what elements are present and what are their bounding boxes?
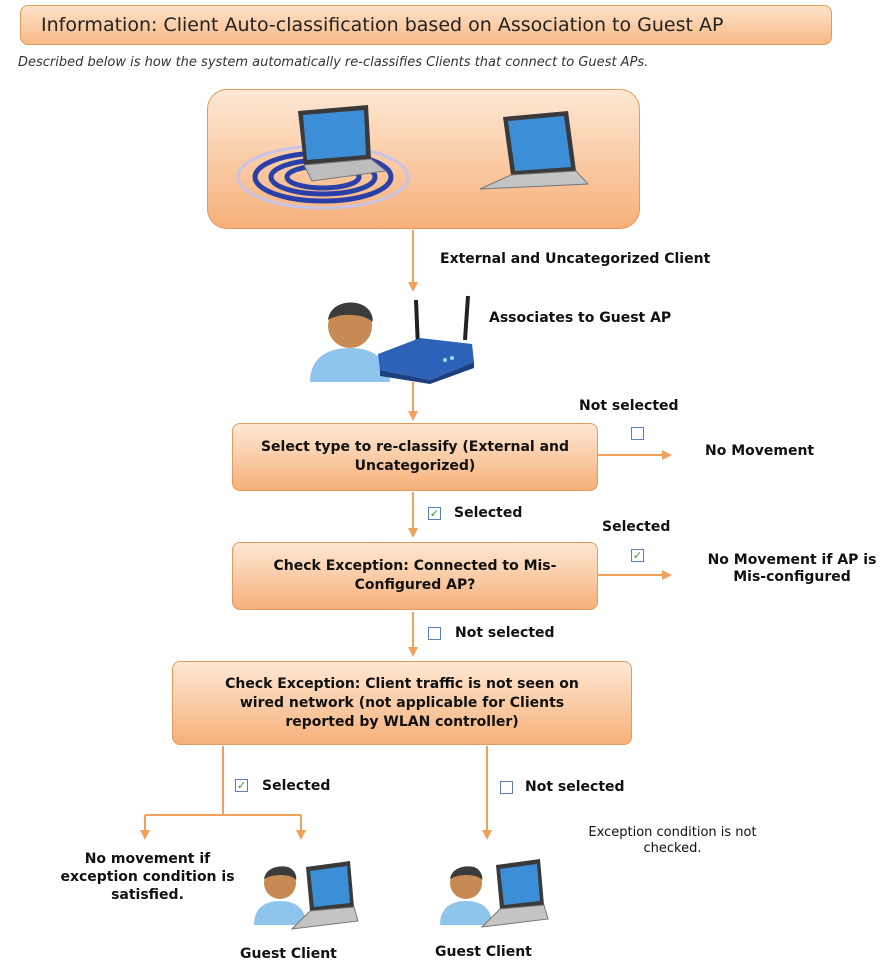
user-router-illustration <box>310 295 474 384</box>
label-not-selected-2: Not selected <box>455 625 555 641</box>
label-no-movement-exception: No movement if exception condition is sa… <box>60 851 235 903</box>
label-selected-1: Selected <box>454 505 523 521</box>
label-guest-client-2: Guest Client <box>435 944 532 960</box>
select-type-box: Select type to re-classify (External and… <box>232 423 598 491</box>
laptop-icon <box>479 111 590 190</box>
checkbox-checked: ✓ <box>631 549 644 562</box>
label-external-uncategorized: External and Uncategorized Client <box>440 251 711 267</box>
checkbox-unchecked <box>500 781 513 794</box>
check-misconfigured-box: Check Exception: Connected to Mis-Config… <box>232 542 598 610</box>
checkbox-checked: ✓ <box>428 507 441 520</box>
laptop-icon <box>480 859 549 928</box>
check-traffic-box: Check Exception: Client traffic is not s… <box>172 661 632 745</box>
laptop-icon <box>290 861 359 930</box>
label-associates: Associates to Guest AP <box>489 310 672 326</box>
guest-client-illustration <box>254 861 359 930</box>
laptop-icon <box>298 105 388 182</box>
user-icon <box>310 302 390 382</box>
label-not-selected-1: Not selected <box>579 398 679 414</box>
page-title: Information: Client Auto-classification … <box>20 5 832 45</box>
user-icon <box>254 866 306 925</box>
client-illustration-box <box>207 89 640 229</box>
user-icon <box>440 866 492 925</box>
label-exception-not-checked: Exception condition is not checked. <box>588 825 757 856</box>
guest-client-illustration <box>440 859 549 928</box>
label-selected-3: Selected <box>262 778 331 794</box>
checkbox-checked: ✓ <box>235 779 248 792</box>
label-not-selected-3: Not selected <box>525 779 625 795</box>
checkbox-unchecked <box>428 627 441 640</box>
label-selected-2: Selected <box>602 519 671 535</box>
checkbox-unchecked <box>631 427 644 440</box>
label-guest-client-1: Guest Client <box>240 946 337 962</box>
laptops-illustration <box>236 105 590 210</box>
label-no-movement: No Movement <box>705 443 815 459</box>
page-subtitle: Described below is how the system automa… <box>18 55 649 70</box>
label-no-movement-misconfigured: No Movement if AP is Mis-configured <box>707 552 877 585</box>
wireless-router-icon <box>378 295 474 384</box>
